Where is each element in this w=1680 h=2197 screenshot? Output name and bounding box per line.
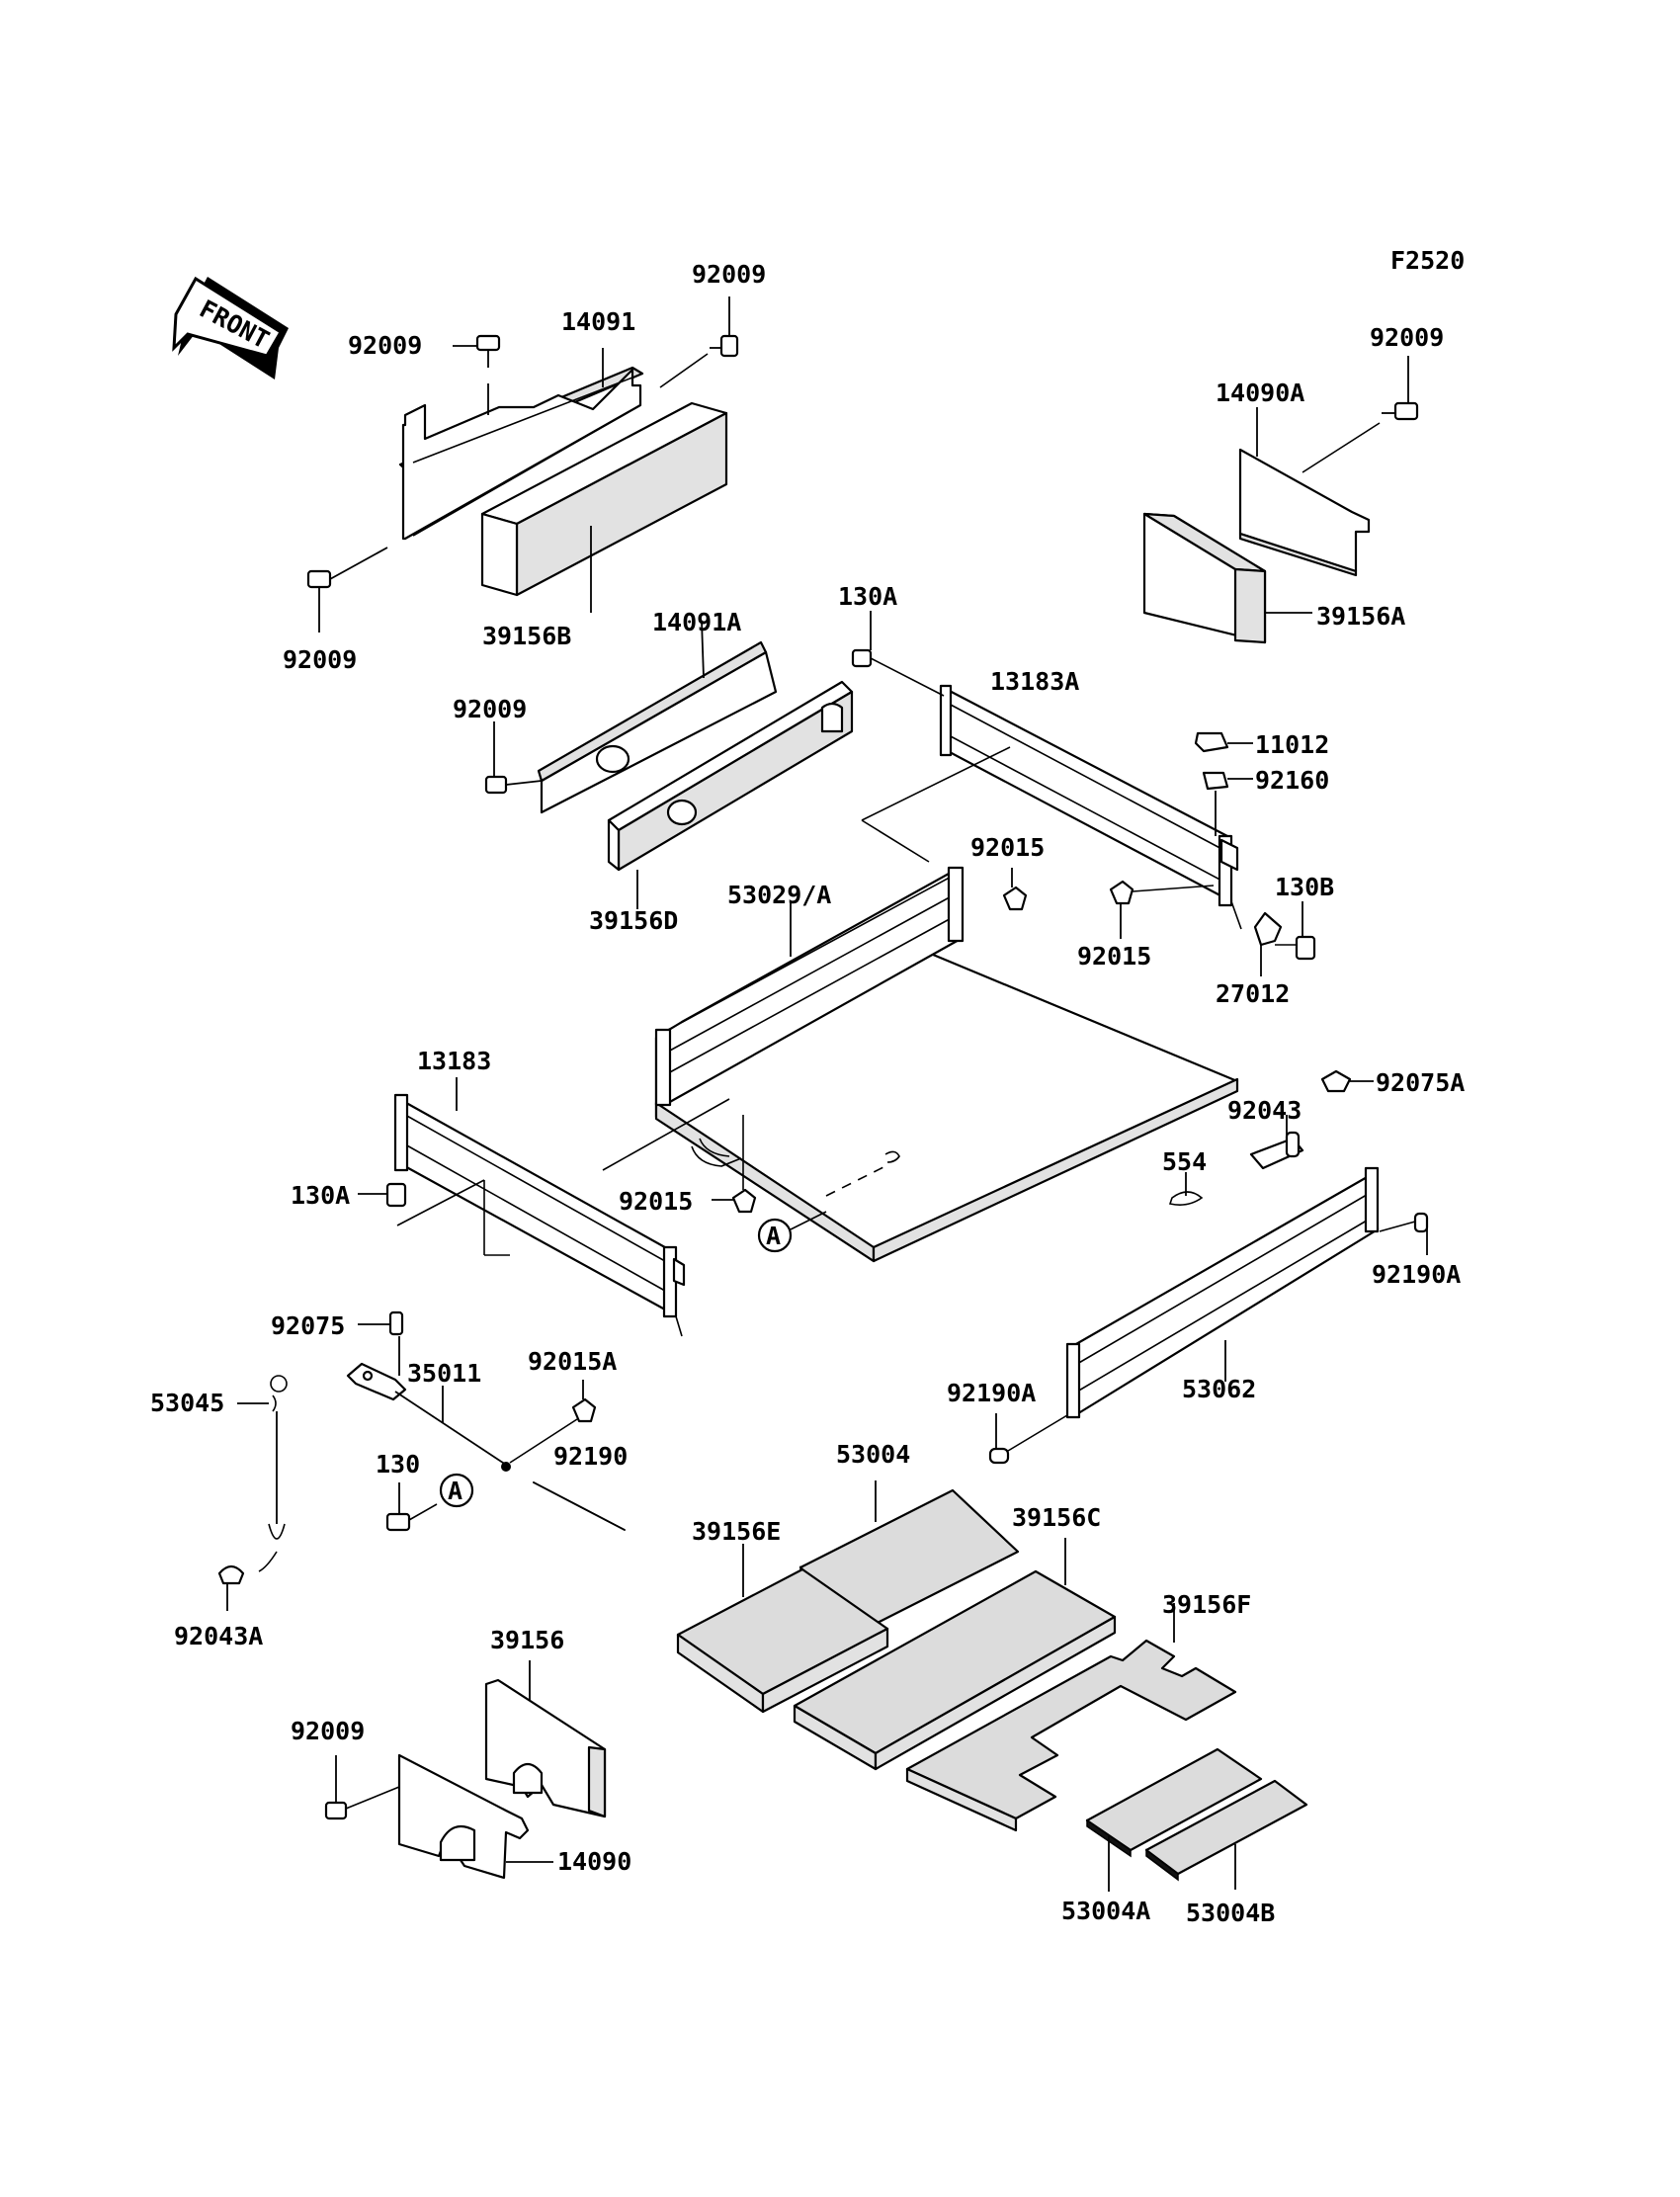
label-53029: 53029/A [727, 881, 831, 909]
label-92075A: 92075A [1376, 1068, 1465, 1097]
label-92043: 92043 [1227, 1096, 1302, 1125]
part-39156A-foam [1142, 512, 1267, 644]
label-39156D: 39156D [589, 906, 678, 935]
part-53062-tailgate [1065, 1166, 1380, 1419]
mat-53004A [1085, 1747, 1263, 1892]
mat-39156F [905, 1603, 1237, 1832]
label-39156C: 39156C [1012, 1503, 1101, 1532]
nut-icon [571, 1380, 597, 1423]
label-13183A: 13183A [990, 667, 1079, 696]
label-53004A: 53004A [1061, 1897, 1150, 1925]
bolt-icon [1275, 901, 1316, 961]
bolt-icon [385, 1482, 438, 1532]
label-92015A: 92015A [528, 1347, 617, 1376]
label-53045: 53045 [150, 1389, 224, 1417]
pin-92043-icon [1249, 1115, 1304, 1170]
label-39156B: 39156B [482, 622, 571, 650]
label-53062: 53062 [1182, 1375, 1256, 1403]
label-92009: 92009 [291, 1717, 365, 1745]
nut-icon [712, 1188, 757, 1214]
part-14091-bracket [398, 366, 644, 541]
pin-icon [988, 1413, 1068, 1465]
label-39156A: 39156A [1316, 602, 1405, 631]
label-92190: 92190 [553, 1442, 628, 1471]
rod-92190-icon [533, 1481, 626, 1531]
label-27012: 27012 [1216, 979, 1290, 1008]
callout-a-icon: A [757, 1211, 827, 1253]
label-39156: 39156 [490, 1626, 564, 1654]
mat-53004B [1144, 1779, 1308, 1890]
label-130A: 130A [838, 582, 897, 611]
label-53004: 53004 [836, 1440, 910, 1469]
part-13183A-gate [939, 684, 1242, 930]
part-14090A-cover [1238, 448, 1371, 577]
label-92043A: 92043A [174, 1622, 263, 1650]
cap-92160-icon [1202, 771, 1253, 836]
bolt-icon [324, 1755, 400, 1820]
label-92009: 92009 [348, 331, 422, 360]
nut-icon [1002, 868, 1028, 911]
part-53029-bed [654, 866, 1239, 1263]
label-92190A: 92190A [1372, 1260, 1461, 1289]
cable-53045-icon [237, 1375, 288, 1572]
figure-code: F2520 [1390, 246, 1465, 275]
label-13183: 13183 [417, 1047, 491, 1075]
part-14091A-bracket [537, 640, 778, 814]
label-92075: 92075 [271, 1311, 345, 1340]
stopper-92075A-icon [1320, 1069, 1374, 1093]
bolt-icon [453, 334, 501, 368]
bolt-icon [851, 611, 945, 697]
label-130A: 130A [291, 1181, 350, 1210]
label-92015: 92015 [1077, 942, 1151, 971]
label-130B: 130B [1275, 873, 1334, 901]
label-39156F: 39156F [1162, 1590, 1251, 1619]
bolt-icon [306, 547, 388, 633]
nut-icon [1109, 880, 1134, 939]
part-35011-latch [346, 1336, 578, 1472]
label-39156E: 39156E [692, 1517, 781, 1546]
bolt-icon [358, 1179, 510, 1256]
pin-92075-icon [358, 1310, 404, 1336]
pin-icon [1379, 1212, 1429, 1255]
label-92160: 92160 [1255, 766, 1329, 795]
label-14091: 14091 [561, 307, 635, 336]
bracket-27012-icon [1253, 911, 1283, 976]
bolt-icon [484, 721, 543, 795]
bolt-icon [1302, 356, 1419, 473]
label-92015: 92015 [619, 1187, 693, 1216]
callout-a-text: A [448, 1477, 462, 1505]
bolt-icon [659, 296, 739, 388]
cap-11012-icon [1194, 731, 1253, 753]
part-39156D-foam [607, 680, 854, 872]
label-92009: 92009 [692, 260, 766, 289]
label-14090A: 14090A [1216, 379, 1304, 407]
part-14090-cover [397, 1753, 553, 1880]
label-53004B: 53004B [1186, 1899, 1275, 1927]
part-39156-foam [484, 1660, 607, 1818]
label-14091A: 14091A [652, 608, 741, 636]
label-92009: 92009 [283, 645, 357, 674]
label-11012: 11012 [1255, 730, 1329, 759]
part-39156B-foam [480, 401, 728, 597]
mat-39156E [676, 1544, 889, 1714]
clip-554-icon [1168, 1172, 1204, 1206]
label-92009: 92009 [1370, 323, 1444, 352]
mat-39156C [793, 1538, 1117, 1771]
label-92190A: 92190A [947, 1379, 1036, 1407]
label-14090: 14090 [557, 1847, 631, 1876]
callout-a-text: A [766, 1222, 781, 1250]
label-130: 130 [376, 1450, 420, 1479]
label-92009: 92009 [453, 695, 527, 723]
label-554: 554 [1162, 1147, 1207, 1176]
part-13183-gate [393, 1093, 686, 1337]
label-35011: 35011 [407, 1359, 481, 1388]
callout-a-icon: A [439, 1473, 474, 1508]
label-92015: 92015 [970, 833, 1045, 862]
front-arrow-icon: FRONT [172, 276, 289, 380]
clip-92043A-icon [217, 1564, 245, 1611]
